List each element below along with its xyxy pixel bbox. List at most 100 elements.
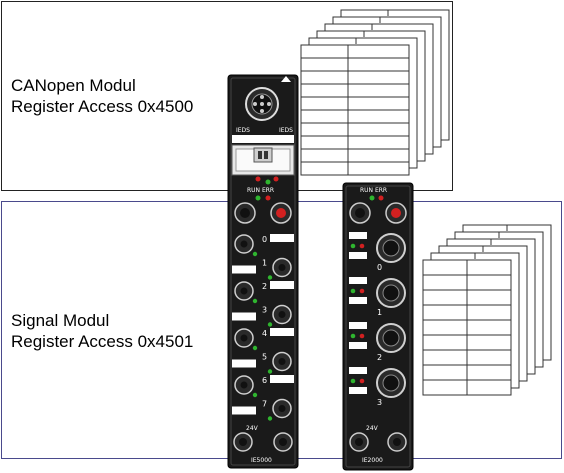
signal-register-table-stack (422, 224, 552, 396)
bus-out-connector (270, 202, 292, 224)
bus-out-connector (385, 202, 407, 224)
channel-number: 3 (262, 306, 267, 315)
channel-label-plate (270, 328, 294, 336)
module-type-label: IE2000 (362, 457, 383, 464)
led-green (267, 322, 273, 327)
channel-label-plate (349, 232, 367, 239)
channel-number: 3 (377, 398, 382, 407)
io-channel: 2 (234, 281, 294, 304)
io-channel: 3 (232, 304, 292, 327)
channel-number: 6 (262, 376, 267, 385)
led-green (350, 378, 356, 384)
io-channel: 0 (349, 232, 406, 272)
right-io-module: RUN ERR 0 1 2 3 24V IE2000 (342, 182, 414, 471)
io-channel: 1 (349, 277, 406, 317)
socket-pin-icon (240, 334, 248, 342)
warning-triangle-icon (281, 76, 291, 82)
channel-label-plate (270, 281, 294, 289)
canopen-register-table-stack (300, 9, 450, 176)
led-red (378, 195, 384, 201)
channel-label-plate (270, 375, 294, 383)
register-table-sheet (300, 44, 410, 176)
led-green (255, 195, 261, 201)
led-green (350, 243, 356, 249)
register-table-sheet (422, 259, 512, 396)
channel-number: 5 (262, 353, 267, 362)
address-switch-window (231, 144, 295, 176)
led-green (369, 195, 375, 201)
io-channel: 1 (232, 257, 292, 280)
channel-number: 2 (377, 353, 382, 362)
channel-label-plate (232, 406, 256, 415)
led-red (255, 176, 261, 182)
channel-number: 7 (262, 400, 267, 409)
led-green (252, 298, 258, 304)
socket-pin-icon (278, 358, 286, 365)
channel-label-plate (232, 312, 256, 321)
socket-pin-icon (382, 239, 400, 257)
bus-in-connector (349, 202, 371, 224)
channel-number: 2 (262, 282, 267, 291)
address-strip (232, 135, 294, 143)
channel-label-plate (349, 322, 367, 329)
led-red (359, 378, 365, 384)
power-label: 24V (366, 425, 379, 432)
led-green (252, 392, 258, 398)
canopen-register-access: Register Access 0x4500 (11, 97, 194, 116)
run-err-label: RUN ERR (247, 187, 274, 194)
led-green (265, 179, 271, 185)
socket-pin-icon (278, 264, 286, 271)
signal-module-title: Signal Modul (11, 311, 110, 330)
io-channel: 4 (234, 328, 294, 351)
io-channel: 7 (232, 398, 292, 421)
ieds-label-left: IEDS (236, 127, 250, 134)
power-in-connector (233, 432, 253, 452)
channel-number: 0 (262, 235, 267, 244)
led-green (267, 275, 273, 280)
led-green (267, 416, 273, 421)
left-module-channels: 0 1 2 3 4 5 6 7 (232, 234, 294, 421)
led-red (273, 176, 279, 182)
led-red (359, 333, 365, 339)
led-red (359, 288, 365, 294)
io-channel: 5 (232, 351, 292, 374)
bus-in-connector (234, 202, 256, 224)
led-green (252, 345, 258, 351)
channel-label-plate (232, 265, 256, 274)
signal-module-label: Signal Modul Register Access 0x4501 (11, 310, 193, 352)
module-type-label: IE5000 (251, 457, 272, 464)
channel-label-plate (349, 297, 367, 304)
socket-pin-icon (240, 287, 248, 295)
channel-number: 1 (377, 308, 382, 317)
led-green (267, 369, 273, 374)
led-green (252, 251, 258, 257)
channel-number: 0 (377, 263, 382, 272)
socket-pin-icon (382, 329, 400, 347)
channel-label-plate (349, 367, 367, 374)
channel-number: 4 (262, 329, 267, 338)
power-out-connector (273, 432, 293, 452)
ieds-label-right: IEDS (279, 127, 293, 134)
socket-pin-icon (382, 284, 400, 302)
channel-label-plate (349, 387, 367, 394)
channel-label-plate (349, 342, 367, 349)
power-in-connector (349, 432, 369, 452)
socket-pin-icon (278, 405, 286, 412)
led-red (359, 243, 365, 249)
canopen-module-title: CANopen Modul (11, 76, 136, 95)
run-err-label: RUN ERR (360, 187, 387, 194)
socket-pin-icon (240, 381, 248, 389)
channel-label-plate (349, 277, 367, 284)
canopen-module-frame (1, 1, 453, 191)
io-channel: 3 (349, 367, 406, 407)
io-channel: 0 (234, 234, 294, 257)
power-out-connector (387, 432, 407, 452)
led-red (265, 195, 271, 201)
canopen-bus-connector (245, 87, 279, 121)
led-green (350, 333, 356, 339)
io-channel: 2 (349, 322, 406, 362)
signal-register-access: Register Access 0x4501 (11, 332, 194, 351)
canopen-module-label: CANopen Modul Register Access 0x4500 (11, 75, 193, 117)
